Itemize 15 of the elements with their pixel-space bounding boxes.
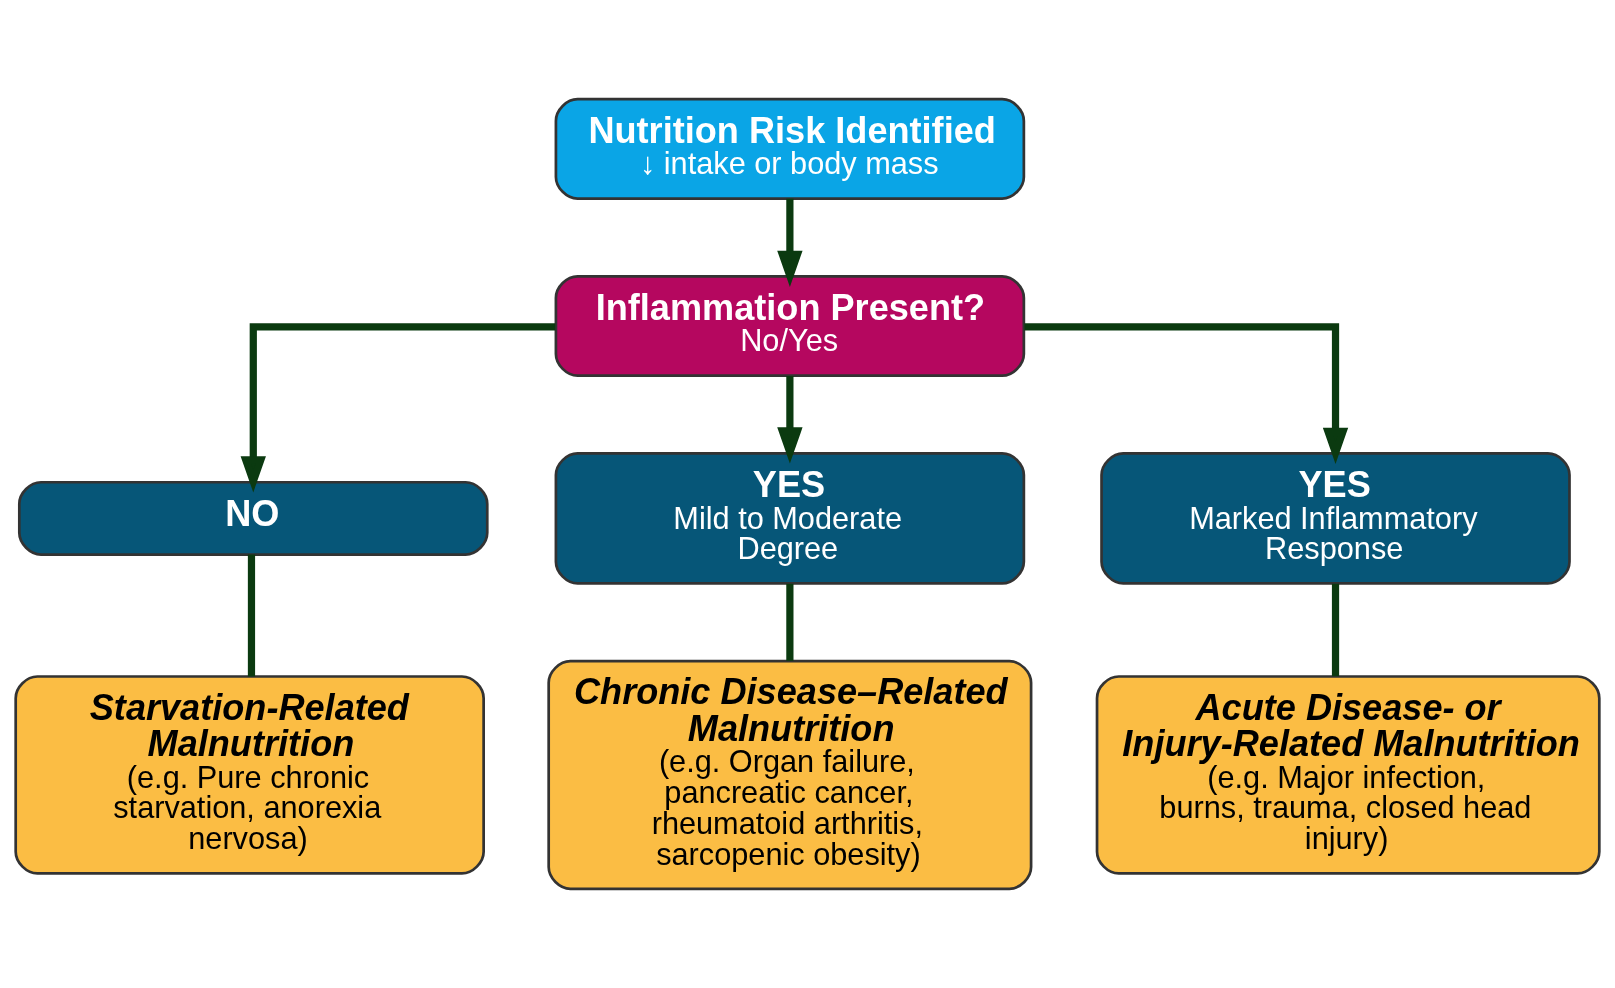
- node-box: Acute Disease- or Injury-Related Malnutrition (e.g. Major infection, burns, trauma, closed head injury): [1095, 675, 1601, 875]
- node-box: YES Mild to Moderate Degree: [554, 452, 1026, 585]
- connector: [786, 583, 794, 661]
- node-box: Nutrition Risk Identified ↓ intake or body mass: [554, 97, 1026, 200]
- arrow: [1024, 323, 1349, 464]
- arrow: [240, 323, 556, 493]
- node-box: YES Marked Inflammatory Response: [1100, 452, 1571, 585]
- node-box: NO: [17, 480, 489, 556]
- node-box: Starvation-Related Malnutrition (e.g. Pure chronic starvation, anorexia nervosa): [14, 675, 485, 875]
- node-box: Inflammation Present? No/Yes: [554, 274, 1026, 377]
- arrow: [777, 376, 803, 464]
- connector: [1331, 583, 1340, 677]
- node-box: Chronic Disease–Related Malnutrition (e.g. Organ failure, pancreatic cancer, rheumatoid arthritis, sarcopenic obesity): [547, 659, 1033, 891]
- connector: [247, 554, 256, 677]
- arrow: [777, 198, 803, 287]
